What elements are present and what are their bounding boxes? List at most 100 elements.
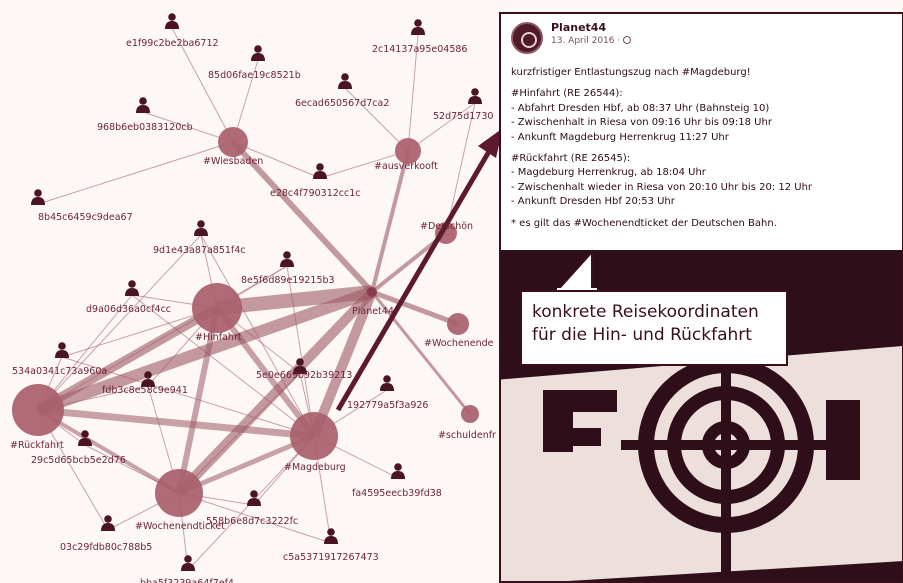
user-node-label: fdb3c8e58c9e941 — [102, 385, 188, 396]
network-edge — [344, 87, 409, 152]
hashtag-node-label: #Rückfahrt — [10, 440, 64, 451]
user-node-label: 52d75d1730 — [433, 111, 493, 122]
connector-arrow — [335, 146, 494, 412]
user-icon[interactable] — [247, 490, 261, 506]
hashtag-node-label: #Wochenende — [424, 338, 494, 349]
user-icon[interactable] — [293, 358, 307, 374]
hashtag-node-wiesbaden[interactable] — [218, 127, 248, 157]
user-icon[interactable] — [31, 189, 45, 205]
fcm-banner-graphic: FCM — [543, 355, 860, 581]
user-node-label: 2c14137a95e04586 — [372, 44, 467, 55]
user-icon[interactable] — [141, 371, 155, 387]
hashtag-node-label: #schuldenfr — [438, 430, 496, 441]
post-date-text: 13. April 2016 · — [551, 36, 621, 46]
network-edge — [216, 285, 373, 315]
network-edge — [175, 288, 376, 497]
post-author[interactable]: Planet44 — [551, 21, 607, 34]
network-edge — [232, 141, 321, 179]
user-icon[interactable] — [391, 463, 405, 479]
post-line: * es gilt das #Wochenendticket der Deuts… — [511, 217, 777, 229]
post-date[interactable]: 13. April 2016 · — [551, 36, 632, 46]
post-line: - Zwischenhalt in Riesa von 09:16 Uhr bi… — [511, 117, 772, 129]
user-icon[interactable] — [380, 375, 394, 391]
post-line: - Magdeburg Herrenkrug, ab 18:04 Uhr — [511, 167, 706, 179]
connector-arrowhead — [478, 128, 503, 158]
post-body: kurzfristiger Entlastungszug nach #Magde… — [511, 66, 896, 231]
user-node-label: 534a0341c73a960a — [12, 366, 107, 377]
user-icon[interactable] — [313, 163, 327, 179]
network-edge — [35, 304, 220, 414]
hashtag-node-ruckfahrt[interactable] — [12, 384, 64, 436]
network-edge — [370, 291, 472, 415]
network-edge — [37, 406, 315, 440]
annotation-callout: konkrete Reisekoordinaten für die Hin- u… — [520, 290, 788, 366]
user-node-label: 192779a5f3a926 — [347, 400, 428, 411]
user-node-label: e1f99c2be2ba6712 — [126, 38, 219, 49]
page-avatar[interactable] — [511, 22, 543, 54]
post-line: - Ankunft Magdeburg Herrenkrug 11:27 Uhr — [511, 131, 729, 143]
network-edge — [371, 289, 459, 327]
network-edge — [171, 27, 234, 143]
post-line: #Hinfahrt (RE 26544): — [511, 88, 623, 100]
callout-line-1: konkrete Reisekoordinaten — [532, 302, 759, 322]
hashtag-node-wochenende[interactable] — [447, 313, 469, 335]
hashtag-node-label: #Wochenendticket — [135, 521, 225, 532]
callout-line-2: für die Hin- und Rückfahrt — [532, 325, 752, 345]
post-line-gap — [511, 145, 896, 152]
network-edge — [37, 141, 234, 205]
user-node-label: 29c5d65bcb5e2d76 — [31, 455, 126, 466]
user-icon[interactable] — [136, 97, 150, 113]
network-edge — [214, 306, 317, 438]
user-icon[interactable] — [125, 280, 139, 296]
hashtag-node-label: #Hinfahrt — [195, 332, 242, 343]
callout-tail — [556, 249, 597, 294]
user-icon[interactable] — [165, 13, 179, 29]
post-line-gap — [511, 80, 896, 87]
network-edge — [37, 234, 202, 411]
post-line: - Zwischenhalt wieder in Riesa von 20:10… — [511, 181, 813, 193]
post-line: kurzfristiger Entlastungszug nach #Magde… — [511, 67, 751, 78]
user-node-label: fa4595eecb39fd38 — [352, 488, 442, 499]
user-icon[interactable] — [181, 555, 195, 571]
hashtag-node-magdeburg[interactable] — [290, 412, 338, 460]
user-node-label: 85d06fae19c8521b — [208, 70, 301, 81]
post-line-gap — [511, 210, 896, 217]
network-edge — [370, 150, 410, 293]
user-icon[interactable] — [194, 220, 208, 236]
user-icon[interactable] — [338, 73, 352, 89]
network-edge — [230, 139, 375, 295]
network-edge — [178, 433, 315, 496]
user-icon[interactable] — [78, 430, 92, 446]
post-line: #Rückfahrt (RE 26545): — [511, 153, 631, 165]
user-icon[interactable] — [55, 342, 69, 358]
user-icon[interactable] — [251, 45, 265, 61]
user-node-label: 968b6eb0383120cb — [97, 122, 193, 133]
network-edge — [178, 492, 332, 544]
user-icon[interactable] — [280, 251, 294, 267]
network-edge — [142, 111, 234, 143]
user-node-label: 8e5f6d89e19215b3 — [241, 275, 335, 286]
network-edge — [445, 102, 476, 234]
user-node-label: c5a5371917267473 — [283, 552, 379, 563]
hub-node[interactable] — [367, 287, 377, 297]
hashtag-node-wochenendticket[interactable] — [155, 469, 203, 517]
hashtag-node-label: #Magdeburg — [284, 462, 346, 473]
user-icon[interactable] — [468, 88, 482, 104]
user-node-label: d9a06d36a0cf4cc — [86, 304, 171, 315]
user-node-label: 558b6e8d7c3222fc — [206, 516, 298, 527]
user-node-label: 8b45c6459c9dea67 — [38, 212, 133, 223]
hashtag-node-schuldenfrei[interactable] — [461, 405, 479, 423]
user-icon[interactable] — [411, 19, 425, 35]
user-node-label: 03c29fdb80c788b5 — [60, 542, 152, 553]
network-edge — [176, 307, 220, 494]
hashtag-node-hinfahrt[interactable] — [192, 283, 242, 333]
hashtag-node-ausverkooft[interactable] — [395, 138, 421, 164]
network-edge — [131, 294, 315, 437]
user-node-label: 6ecad650567d7ca2 — [295, 98, 389, 109]
hashtag-node-label: #ausverkooft — [374, 161, 438, 172]
post-line: - Abfahrt Dresden Hbf, ab 08:37 Uhr (Bah… — [511, 102, 770, 114]
user-icon[interactable] — [101, 515, 115, 531]
post-line: - Ankunft Dresden Hbf 20:53 Uhr — [511, 196, 675, 208]
user-icon[interactable] — [324, 528, 338, 544]
